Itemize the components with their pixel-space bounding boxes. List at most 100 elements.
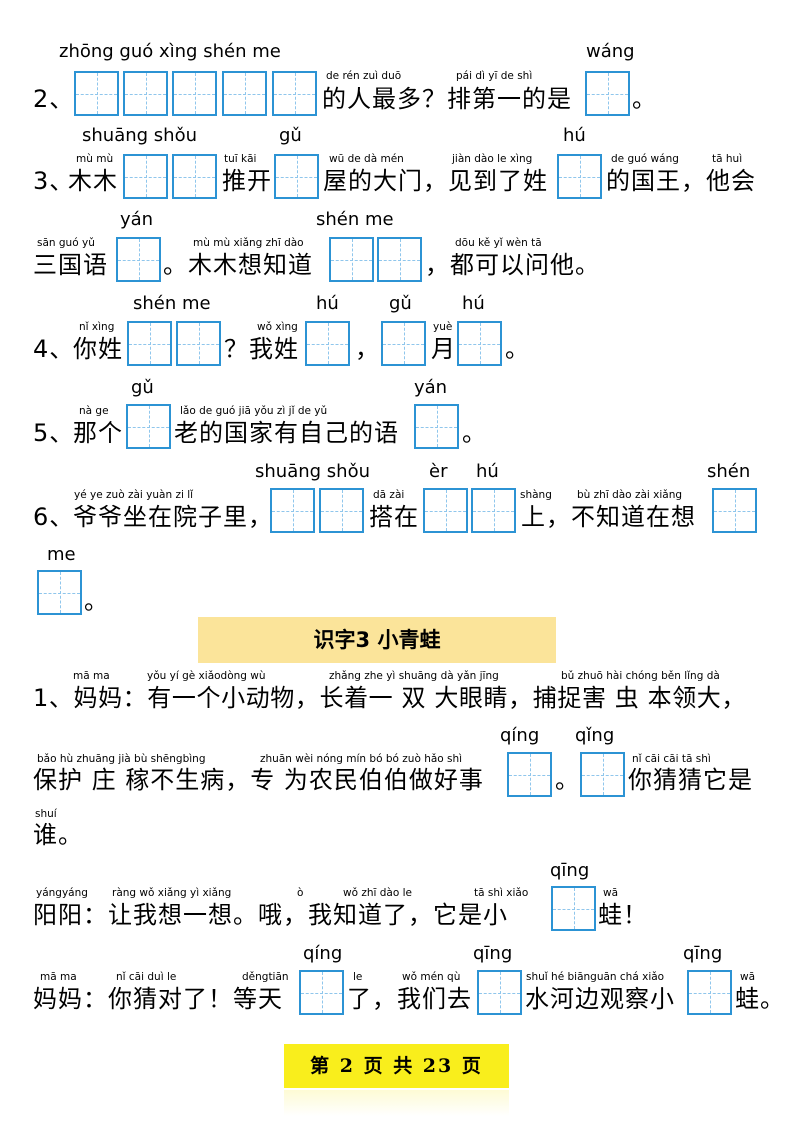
item2-box-5[interactable] — [272, 71, 317, 116]
item3-pinyin-1: shuāng shǒu — [82, 125, 197, 146]
item6-pinyin-4: shén — [707, 461, 751, 482]
item5-text-2: 老的国家有自己的语 — [174, 419, 399, 447]
frog-p5-text-1: 妈妈：你猜对了！等天 — [33, 985, 283, 1013]
item6-text-3: 上，不知道在想 — [521, 503, 696, 531]
item4-pinyin-3: gǔ — [389, 293, 412, 314]
item5-number: 5、 — [33, 419, 75, 447]
frog-p4-text-1: 阳阳：让我想一想。哦，我知道了，它是小 — [33, 901, 508, 929]
item6-text-2: 搭在 — [369, 503, 419, 531]
item6-number: 6、 — [33, 503, 75, 531]
item4-text-3: ， — [355, 335, 380, 363]
item4-box-5[interactable] — [457, 321, 502, 366]
frog-p5-pinyin-2: qīng — [473, 943, 513, 964]
item2-box-3[interactable] — [172, 71, 217, 116]
item4-box-2[interactable] — [176, 321, 221, 366]
frog-p4-small-pinyin-3: ò — [297, 887, 304, 899]
item4-text-2: ？我姓 — [224, 335, 299, 363]
item3-line2-text-2: 。木木想知道 — [163, 251, 313, 279]
frog-p2-text-1: 保护 庄 稼不生病，专 为农民伯伯做好事 — [33, 766, 484, 794]
frog-p5-box-1[interactable] — [299, 970, 344, 1015]
item3-pinyin-2: gǔ — [279, 125, 302, 146]
item3-text-2: 推开 — [222, 167, 272, 195]
item4-number: 4、 — [33, 335, 75, 363]
item3-line2-box-2[interactable] — [329, 237, 374, 282]
item3-number: 3、 — [33, 167, 75, 195]
item6-small-pinyin-3: shàng — [520, 489, 552, 501]
item3-line2-small-pinyin-1: sān guó yǔ — [37, 237, 95, 249]
frog-p2-text-2: 。 — [555, 766, 580, 794]
item3-box-4[interactable] — [557, 154, 602, 199]
frog-p3-small-pinyin: shuí — [35, 808, 57, 820]
item3-box-2[interactable] — [172, 154, 217, 199]
item6-pinyin-2: èr — [429, 461, 448, 482]
frog-p5-small-pinyin-2: nǐ cāi duì le — [116, 971, 177, 983]
frog-p4-small-pinyin-2: ràng wǒ xiǎng yì xiǎng — [112, 887, 232, 899]
item3-box-1[interactable] — [123, 154, 168, 199]
frog-p5-small-pinyin-7: wā — [740, 971, 756, 983]
item2-number: 2、 — [33, 85, 75, 113]
frog-p2-small-pinyin-2: zhuān wèi nóng mín bó bó zuò hǎo shì — [260, 753, 463, 765]
frog-p2-small-pinyin-1: bǎo hù zhuāng jià bù shēngbìng — [37, 753, 206, 765]
item6-small-pinyin-4: bù zhī dào zài xiǎng — [577, 489, 683, 501]
item5-box-2[interactable] — [414, 404, 459, 449]
frog-p1-small-pinyin-1: mā ma — [73, 670, 110, 682]
item4-text-5: 。 — [505, 335, 530, 363]
frog-p2-box-1[interactable] — [507, 752, 552, 797]
item5-box-1[interactable] — [126, 404, 171, 449]
item4-small-pinyin-1: nǐ xìng — [79, 321, 115, 333]
item3-line2-box-3[interactable] — [377, 237, 422, 282]
item2-pinyin-1: zhōng guó xìng shén me — [59, 41, 281, 62]
frog-p5-text-4: 蛙。 — [735, 985, 785, 1013]
frog-p4-small-pinyin-4: wǒ zhī dào le — [343, 887, 413, 899]
item2-box-4[interactable] — [222, 71, 267, 116]
item6-box-5[interactable] — [712, 488, 757, 533]
item6-line2-pinyin: me — [47, 544, 76, 565]
frog-p4-box[interactable] — [551, 886, 596, 931]
item6-box-2[interactable] — [319, 488, 364, 533]
item4-small-pinyin-3: yuè — [433, 321, 453, 333]
item4-pinyin-4: hú — [462, 293, 485, 314]
item5-text-3: 。 — [462, 419, 487, 447]
item6-box-3[interactable] — [423, 488, 468, 533]
frog-p4-small-pinyin-6: wā — [603, 887, 619, 899]
item3-small-pinyin-3: wū de dà mén — [329, 153, 404, 165]
item6-box-1[interactable] — [270, 488, 315, 533]
item3-small-pinyin-1: mù mù — [76, 153, 114, 165]
item5-text-1: 那个 — [73, 419, 123, 447]
frog-p5-small-pinyin-5: wǒ mén qù — [402, 971, 461, 983]
frog-p2-pinyin-2: qǐng — [575, 725, 615, 746]
item2-box-2[interactable] — [123, 71, 168, 116]
item4-text-1: 你姓 — [73, 335, 123, 363]
item3-text-3: 屋的大门，见到了姓 — [323, 167, 548, 195]
item3-line2-box-1[interactable] — [116, 237, 161, 282]
footer-reflection — [284, 1090, 509, 1116]
page-number-footer: 第 2 页 共 23 页 — [284, 1044, 509, 1088]
frog-p5-text-3: 水河边观察小 — [525, 985, 675, 1013]
item6-box-4[interactable] — [471, 488, 516, 533]
frog-p5-small-pinyin-1: mā ma — [40, 971, 77, 983]
item4-box-1[interactable] — [127, 321, 172, 366]
item3-box-3[interactable] — [274, 154, 319, 199]
item3-line2-small-pinyin-3: dōu kě yǐ wèn tā — [455, 237, 542, 249]
item2-box-6[interactable] — [585, 71, 630, 116]
item4-box-4[interactable] — [381, 321, 426, 366]
item4-small-pinyin-2: wǒ xìng — [257, 321, 298, 333]
frog-p2-box-2[interactable] — [580, 752, 625, 797]
frog-p1-text: 1、妈妈：有一个小动物，长着一 双 大眼睛，捕捉害 虫 本领大， — [33, 684, 746, 712]
item6-line2-box[interactable] — [37, 570, 82, 615]
item6-line2-text: 。 — [84, 587, 109, 615]
frog-p2-pinyin-1: qíng — [500, 725, 540, 746]
item3-line2-text-3: ，都可以问他。 — [425, 251, 600, 279]
frog-p3-text: 谁。 — [33, 821, 83, 849]
item3-line2-pinyin-1: yán — [120, 209, 154, 230]
frog-p5-box-2[interactable] — [477, 970, 522, 1015]
item4-box-3[interactable] — [305, 321, 350, 366]
item3-line2-text-1: 三国语 — [33, 251, 108, 279]
item3-text-4: 的国王，他会 — [606, 167, 756, 195]
item2-small-pinyin-1: de rén zuì duō — [326, 70, 402, 82]
item2-box-1[interactable] — [74, 71, 119, 116]
frog-p5-box-3[interactable] — [687, 970, 732, 1015]
item6-text-1: 爷爷坐在院子里， — [73, 503, 273, 531]
item6-pinyin-3: hú — [476, 461, 499, 482]
item4-pinyin-1: shén me — [133, 293, 211, 314]
